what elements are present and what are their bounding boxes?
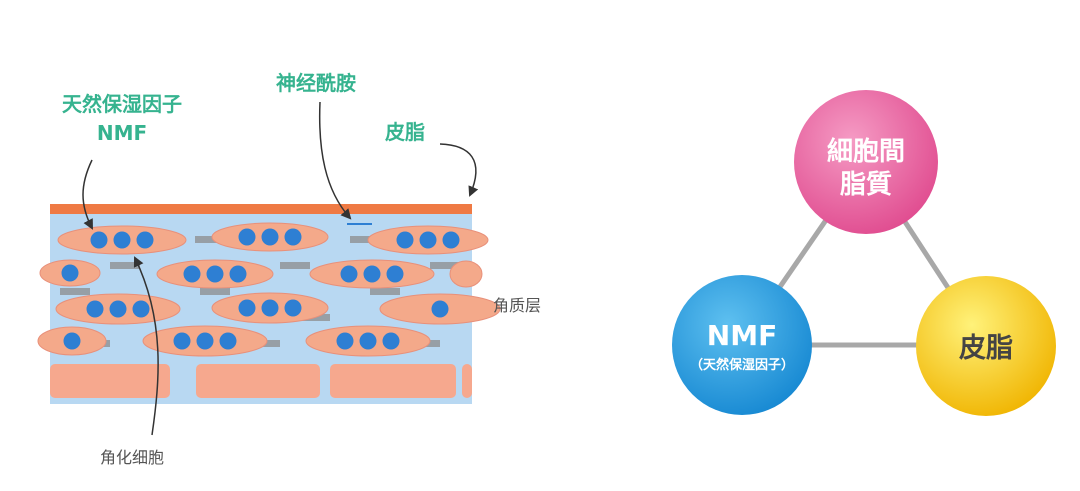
nmf-dot — [183, 265, 201, 283]
nmf-dot — [90, 231, 108, 249]
sebum-label: 皮脂 — [385, 120, 425, 144]
nmf-dot — [238, 299, 256, 317]
sebum-arrow — [439, 143, 479, 197]
nmf-label-line1: 天然保湿因子 — [62, 92, 182, 116]
base-cell — [462, 364, 472, 398]
left-circle-line2: （天然保湿因子） — [690, 357, 794, 373]
corneocyte-label: 角化细胞 — [100, 448, 164, 467]
sebum-layer — [50, 204, 472, 214]
nmf-dot — [382, 332, 400, 350]
top-circle-line1: 細胞間 — [827, 136, 905, 167]
corneocyte-cell — [449, 260, 483, 288]
nmf-dot — [61, 264, 79, 282]
nmf-dot — [206, 265, 224, 283]
base-cell — [330, 364, 456, 398]
ceramide-label: 神经酰胺 — [276, 71, 356, 95]
nmf-dot — [359, 332, 377, 350]
nmf-dot — [386, 265, 404, 283]
nmf-dot — [284, 299, 302, 317]
nmf-dot — [431, 300, 449, 318]
left-circle-line1: NMF — [707, 319, 777, 352]
lipid-bar — [110, 262, 140, 269]
lipid-bar — [60, 288, 90, 295]
nmf-dot — [340, 265, 358, 283]
base-cell — [50, 364, 170, 398]
base-cells — [50, 364, 472, 398]
nmf-dot — [63, 332, 81, 350]
lipid-bar — [370, 288, 400, 295]
nmf-arrow — [82, 159, 93, 230]
nmf-dot — [284, 228, 302, 246]
nmf-dot — [261, 299, 279, 317]
nmf-dot — [396, 231, 414, 249]
nmf-dot — [136, 231, 154, 249]
nmf-dot — [173, 332, 191, 350]
skin-cross-section: 天然保湿因子 NMF 神经酰胺 皮脂 角质层 角化细胞 — [37, 71, 541, 467]
nmf-dot — [229, 265, 247, 283]
nmf-dot — [336, 332, 354, 350]
stratum-corneum-label: 角质层 — [493, 296, 541, 315]
nmf-dot — [132, 300, 150, 318]
nmf-dot — [196, 332, 214, 350]
nmf-dot — [419, 231, 437, 249]
lipid-bar — [350, 236, 380, 243]
lipid-bar — [430, 262, 460, 269]
nmf-dot — [363, 265, 381, 283]
nmf-circle — [672, 275, 812, 415]
nmf-dot — [238, 228, 256, 246]
nmf-dot — [113, 231, 131, 249]
ceramide-arrow — [318, 101, 352, 220]
top-circle-line2: 脂質 — [840, 170, 892, 200]
nmf-dot — [442, 231, 460, 249]
sebum-circle — [916, 276, 1056, 416]
lipid-bar — [195, 236, 225, 243]
intercellular-lipid-circle — [794, 90, 938, 234]
nmf-dots — [61, 228, 460, 350]
triangle-diagram: 細胞間 脂質 NMF （天然保湿因子） 皮脂 — [672, 90, 1056, 416]
nmf-dot — [261, 228, 279, 246]
right-circle-label: 皮脂 — [959, 333, 1013, 364]
nmf-dot — [109, 300, 127, 318]
corneocyte-arrow — [133, 256, 159, 436]
base-cell — [196, 364, 320, 398]
lipid-bar — [280, 262, 310, 269]
nmf-label-line2: NMF — [97, 121, 147, 145]
lipid-bar — [200, 288, 230, 295]
nmf-dot — [86, 300, 104, 318]
nmf-dot — [219, 332, 237, 350]
